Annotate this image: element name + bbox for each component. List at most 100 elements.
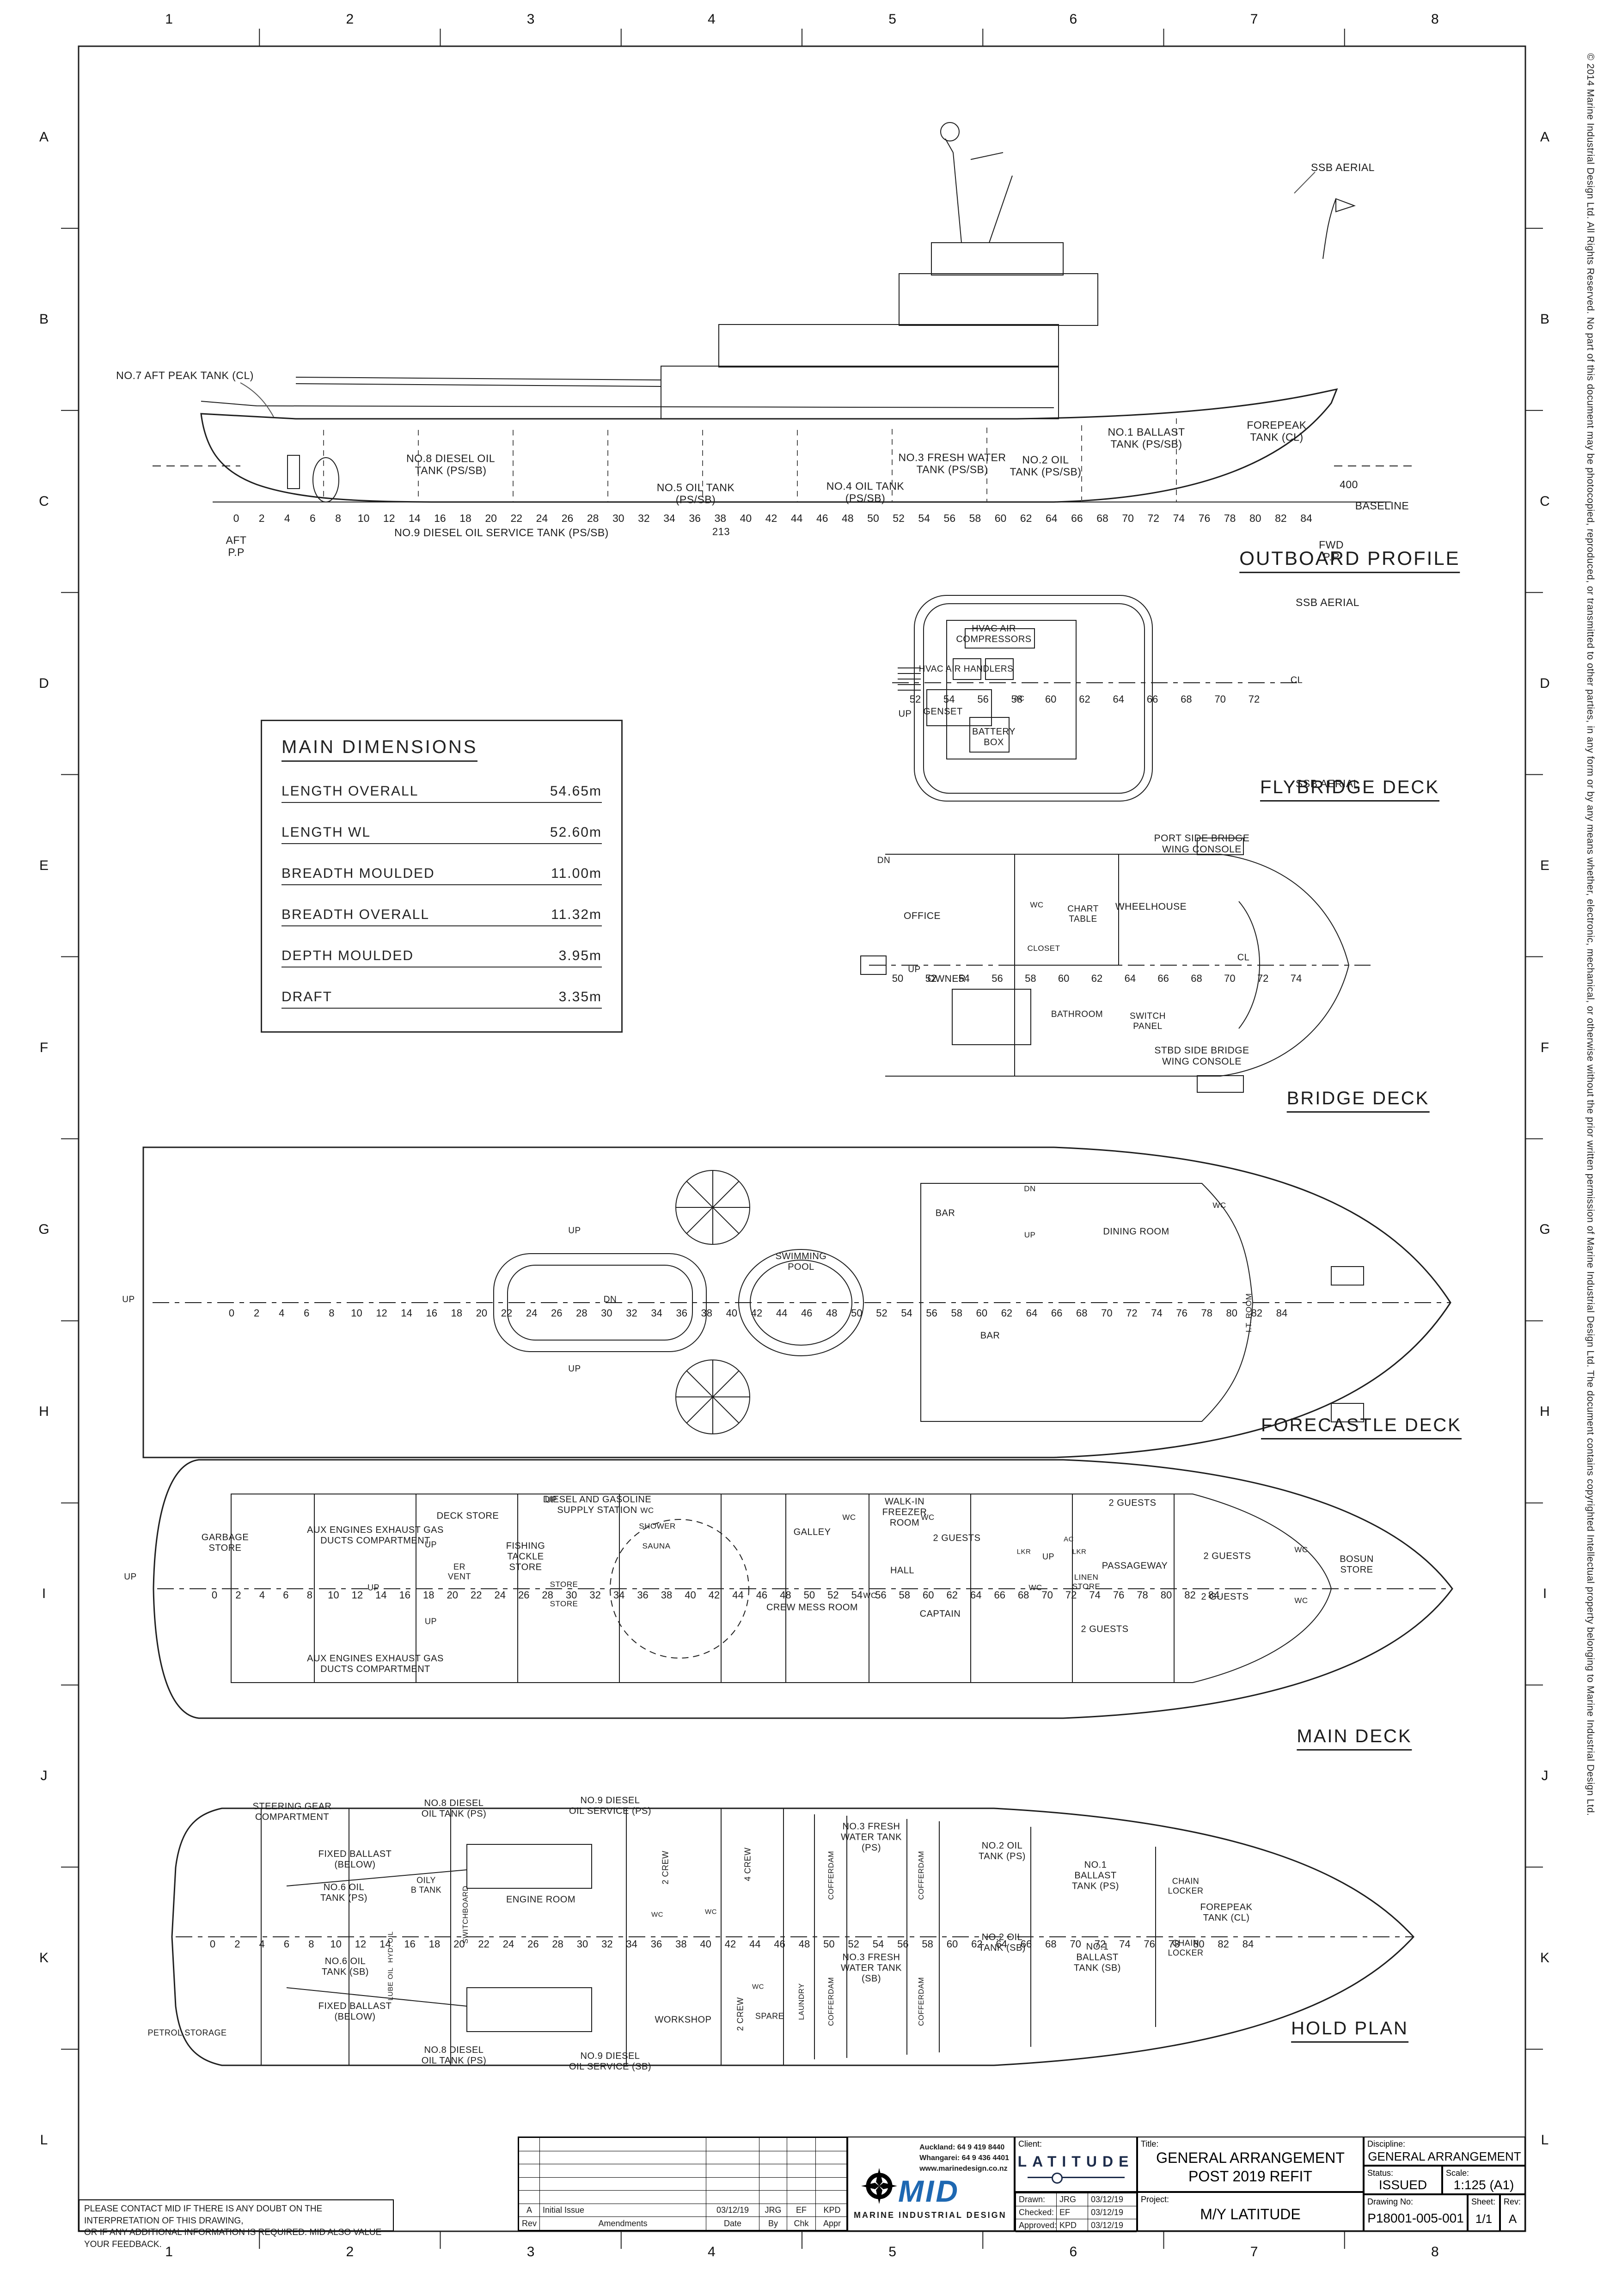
frame-number: 22: [510, 512, 523, 524]
deck-label: SSB AERIAL: [1296, 596, 1359, 608]
deck-label: UP: [424, 1540, 437, 1549]
sheet-label: Sheet:: [1471, 2197, 1496, 2206]
deck-label: 2 GUESTS: [933, 1533, 981, 1543]
grid-column-label: 2: [346, 2244, 354, 2259]
frame-number: 0: [233, 512, 239, 524]
deck-label: OFFICE: [904, 910, 941, 921]
signoff-row-drawn: Drawn: JRG 03/12/19: [1016, 2193, 1137, 2206]
frame-number: 2: [235, 1589, 241, 1601]
frame-number: 28: [542, 1589, 553, 1601]
frame-number: 10: [330, 1938, 342, 1950]
frame-number: 78: [1168, 1938, 1180, 1950]
signoff-block: Drawn: JRG 03/12/19 Checked: EF 03/12/19…: [1015, 2192, 1137, 2232]
mid-website: www.marinedesign.co.nz: [919, 2165, 1008, 2173]
mid-logo-block: Auckland: 64 9 419 8440 Whangarei: 64 9 …: [847, 2137, 1015, 2231]
frame-number: 20: [447, 1589, 458, 1601]
dimension-value: 54.65m: [550, 784, 602, 799]
frame-number: 54: [918, 512, 930, 524]
amendments-header-rev: Rev: [519, 2216, 540, 2230]
frame-number: 24: [494, 1589, 506, 1601]
deck-label: LKR: [1016, 1548, 1031, 1556]
frame-number: 74: [1119, 1938, 1131, 1950]
frame-number: 42: [751, 1307, 763, 1319]
frame-number: 84: [1208, 1589, 1220, 1601]
checked-date: 03/12/19: [1088, 2206, 1137, 2219]
dimension-value: 3.95m: [558, 948, 602, 963]
view-title: FORECASTLE DECK: [1261, 1414, 1462, 1439]
frame-number: 82: [1184, 1589, 1196, 1601]
amendments-header-date: Date: [706, 2216, 759, 2230]
deck-label: ER VENT: [447, 1562, 471, 1581]
frame-number: 34: [613, 1589, 625, 1601]
deck-label: UP: [424, 1616, 437, 1626]
flybridge-deck-drawing: [892, 595, 1301, 802]
frame-number: 58: [969, 512, 981, 524]
frame-number: 32: [601, 1938, 613, 1950]
grid-row-label: D: [39, 675, 49, 691]
deck-label: CREW MESS ROOM: [766, 1602, 858, 1613]
drawn-label: Drawn:: [1016, 2193, 1057, 2206]
frame-number: 44: [776, 1307, 788, 1319]
deck-label: NO.1 BALLAST TANK (PS/SB): [1108, 426, 1185, 450]
frame-number: 36: [650, 1938, 662, 1950]
deck-label: NO.9 DIESEL OIL SERVICE TANK (PS/SB): [394, 526, 609, 539]
frame-number: 76: [1113, 1589, 1125, 1601]
rev-value: A: [1508, 2212, 1517, 2226]
drawing-title-line2: POST 2019 REFIT: [1188, 2168, 1312, 2185]
frame-number: 56: [992, 973, 1003, 984]
frame-number: 34: [663, 512, 675, 524]
frame-number: 78: [1224, 512, 1236, 524]
deck-label: GENSET: [923, 706, 963, 717]
frame-number: 64: [970, 1589, 982, 1601]
deck-label: WC: [651, 1910, 663, 1919]
frame-number: 66: [1157, 973, 1169, 984]
deck-label: SSB AERIAL: [1311, 161, 1375, 173]
deck-label: WC: [1030, 900, 1044, 910]
mid-logo-text: MID: [898, 2174, 960, 2208]
deck-label: SWITCH PANEL: [1130, 1011, 1166, 1031]
frame-number: 62: [1001, 1307, 1013, 1319]
drawn-date: 03/12/19: [1088, 2193, 1137, 2206]
grid-row-label: H: [39, 1404, 49, 1420]
frame-number: 4: [284, 512, 290, 524]
frame-number: 66: [994, 1589, 1005, 1601]
frame-number: 72: [1248, 693, 1260, 705]
frame-number: 16: [404, 1938, 416, 1950]
frame-number: 40: [685, 1589, 696, 1601]
frame-number: 20: [476, 1307, 488, 1319]
deck-label: NO.5 OIL TANK (PS/SB): [656, 481, 735, 506]
frame-number: 40: [726, 1307, 738, 1319]
deck-label: SWIMMING POOL: [775, 1251, 827, 1272]
deck-label: AFT P.P: [226, 534, 247, 558]
frame-number: 22: [501, 1307, 513, 1319]
frame-number: 48: [780, 1589, 791, 1601]
border-ticks: [61, 29, 1543, 2249]
frame-number: 70: [1122, 512, 1134, 524]
frame-number: 18: [451, 1307, 463, 1319]
deck-label: NO.1 BALLAST TANK (PS): [1072, 1860, 1119, 1892]
view-title: MAIN DECK: [1297, 1726, 1412, 1751]
grid-row-label: K: [1540, 1950, 1550, 1966]
deck-label: COFFERDAM: [917, 1977, 925, 2026]
view-title: HOLD PLAN: [1291, 2018, 1408, 2043]
frame-number: 66: [1146, 693, 1158, 705]
rev-cell: Rev: A: [1500, 2194, 1525, 2231]
deck-label: STBD SIDE BRIDGE WING CONSOLE: [1154, 1045, 1249, 1067]
amendment-appr: KPD: [815, 2203, 849, 2217]
dimension-value: 11.32m: [551, 907, 602, 922]
dimension-label: DEPTH MOULDED: [282, 948, 414, 963]
deck-label: SHOWER: [639, 1522, 676, 1531]
deck-label: WC: [705, 1908, 717, 1916]
deck-label: BAR: [935, 1208, 955, 1218]
frame-number: 40: [740, 512, 752, 524]
frame-number: 46: [774, 1938, 785, 1950]
deck-label: NO.2 OIL TANK (PS): [979, 1841, 1026, 1861]
drawing-no-value: P18001-005-001: [1367, 2211, 1464, 2225]
status-cell: Status: ISSUED: [1364, 2166, 1442, 2194]
deck-label: HVAC AIR HANDLERS: [918, 664, 1014, 674]
deck-label: WC: [842, 1513, 856, 1522]
frame-number: 72: [1065, 1589, 1077, 1601]
frame-number: 38: [701, 1307, 713, 1319]
deck-label: AC: [1014, 694, 1025, 703]
frame-number: 80: [1160, 1589, 1172, 1601]
